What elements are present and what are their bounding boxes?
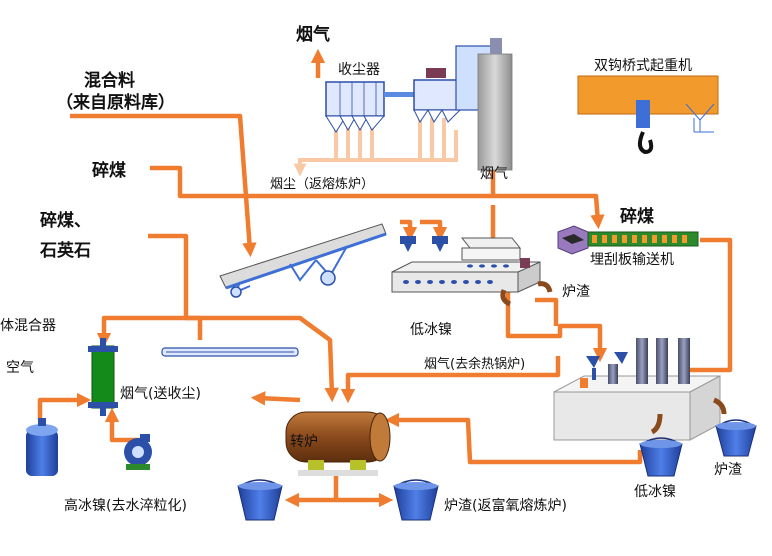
flow-feed-1 <box>400 219 418 242</box>
label-coal-quartz-1: 碎煤、 <box>40 210 91 231</box>
flow-to-mixer <box>96 315 186 348</box>
dust-lines <box>293 118 458 177</box>
flow-crushed-coal <box>150 165 605 230</box>
flow-lines <box>37 48 733 508</box>
label-slag-1: 炉渣 <box>562 284 590 300</box>
ladle-high-nickel <box>237 479 283 521</box>
label-scraper-conveyor: 埋刮板输送机 <box>590 252 674 268</box>
dust-collector <box>325 38 513 171</box>
converter <box>285 411 391 476</box>
air-tank <box>26 418 58 476</box>
scraper-conveyor <box>557 225 699 255</box>
feed-tube <box>161 347 299 357</box>
flow-converter-gas <box>250 391 301 406</box>
blower <box>124 434 152 470</box>
label-slag-return: 炉渣(返富氧熔炼炉) <box>444 497 567 514</box>
label-low-nickel-1: 低冰镍 <box>410 322 452 338</box>
label-coal-quartz-2: 石英石 <box>39 240 91 261</box>
flow-feed-2 <box>420 219 448 242</box>
gas-mixer <box>88 338 118 416</box>
belt-conveyor <box>219 223 387 298</box>
flow-smelter-matte <box>505 292 608 363</box>
ladle-slag <box>715 419 757 457</box>
label-mixed-material: 混合料 <box>84 70 135 91</box>
label-crane: 双钩桥式起重机 <box>594 58 692 74</box>
label-high-nickel: 高冰镍(去水淬粒化) <box>64 497 187 514</box>
label-air: 空气 <box>6 360 34 376</box>
flow-scraper <box>690 237 733 373</box>
label-mixed-material-source: （来自原料库） <box>56 92 175 113</box>
flow-coal-quartz-2 <box>186 315 339 403</box>
label-dust-collector: 收尘器 <box>338 62 380 78</box>
label-low-nickel-2: 低冰镍 <box>634 484 676 500</box>
flow-to-boiler <box>340 356 561 404</box>
dust-return-line <box>293 130 458 177</box>
label-converter: 转炉 <box>290 434 318 450</box>
flow-mixed-material <box>70 113 257 258</box>
label-flue-gas-top: 烟气 <box>296 24 330 45</box>
smelting-furnace <box>391 236 553 307</box>
label-crushed-coal-1: 碎煤 <box>92 160 126 181</box>
label-flue-gas-collector: 烟气(送收尘) <box>120 386 201 402</box>
flow-blower <box>104 407 140 443</box>
labels: 烟气 收尘器 混合料 （来自原料库） 碎煤 烟尘（返熔炼炉） 烟气 碎煤、 石英… <box>0 24 742 514</box>
label-crushed-coal-2: 碎煤 <box>620 206 654 227</box>
label-slag-2: 炉渣 <box>714 462 742 478</box>
flow-air <box>37 392 92 420</box>
label-gas-mixer: 气体混合器 <box>0 318 56 334</box>
label-flue-gas-mid: 烟气 <box>480 166 508 182</box>
overhead-crane <box>577 75 719 155</box>
electric-furnace <box>553 338 727 441</box>
label-dust-return: 烟尘（返熔炼炉） <box>270 177 374 192</box>
ladle-slag-return <box>393 479 439 521</box>
label-flue-gas-boiler: 烟气(去余热锅炉) <box>424 356 525 372</box>
flow-coal-quartz <box>148 233 203 340</box>
flow-smelter-out2 <box>535 297 559 326</box>
flow-low-matte <box>384 412 643 465</box>
ladle-low-nickel <box>639 437 683 477</box>
